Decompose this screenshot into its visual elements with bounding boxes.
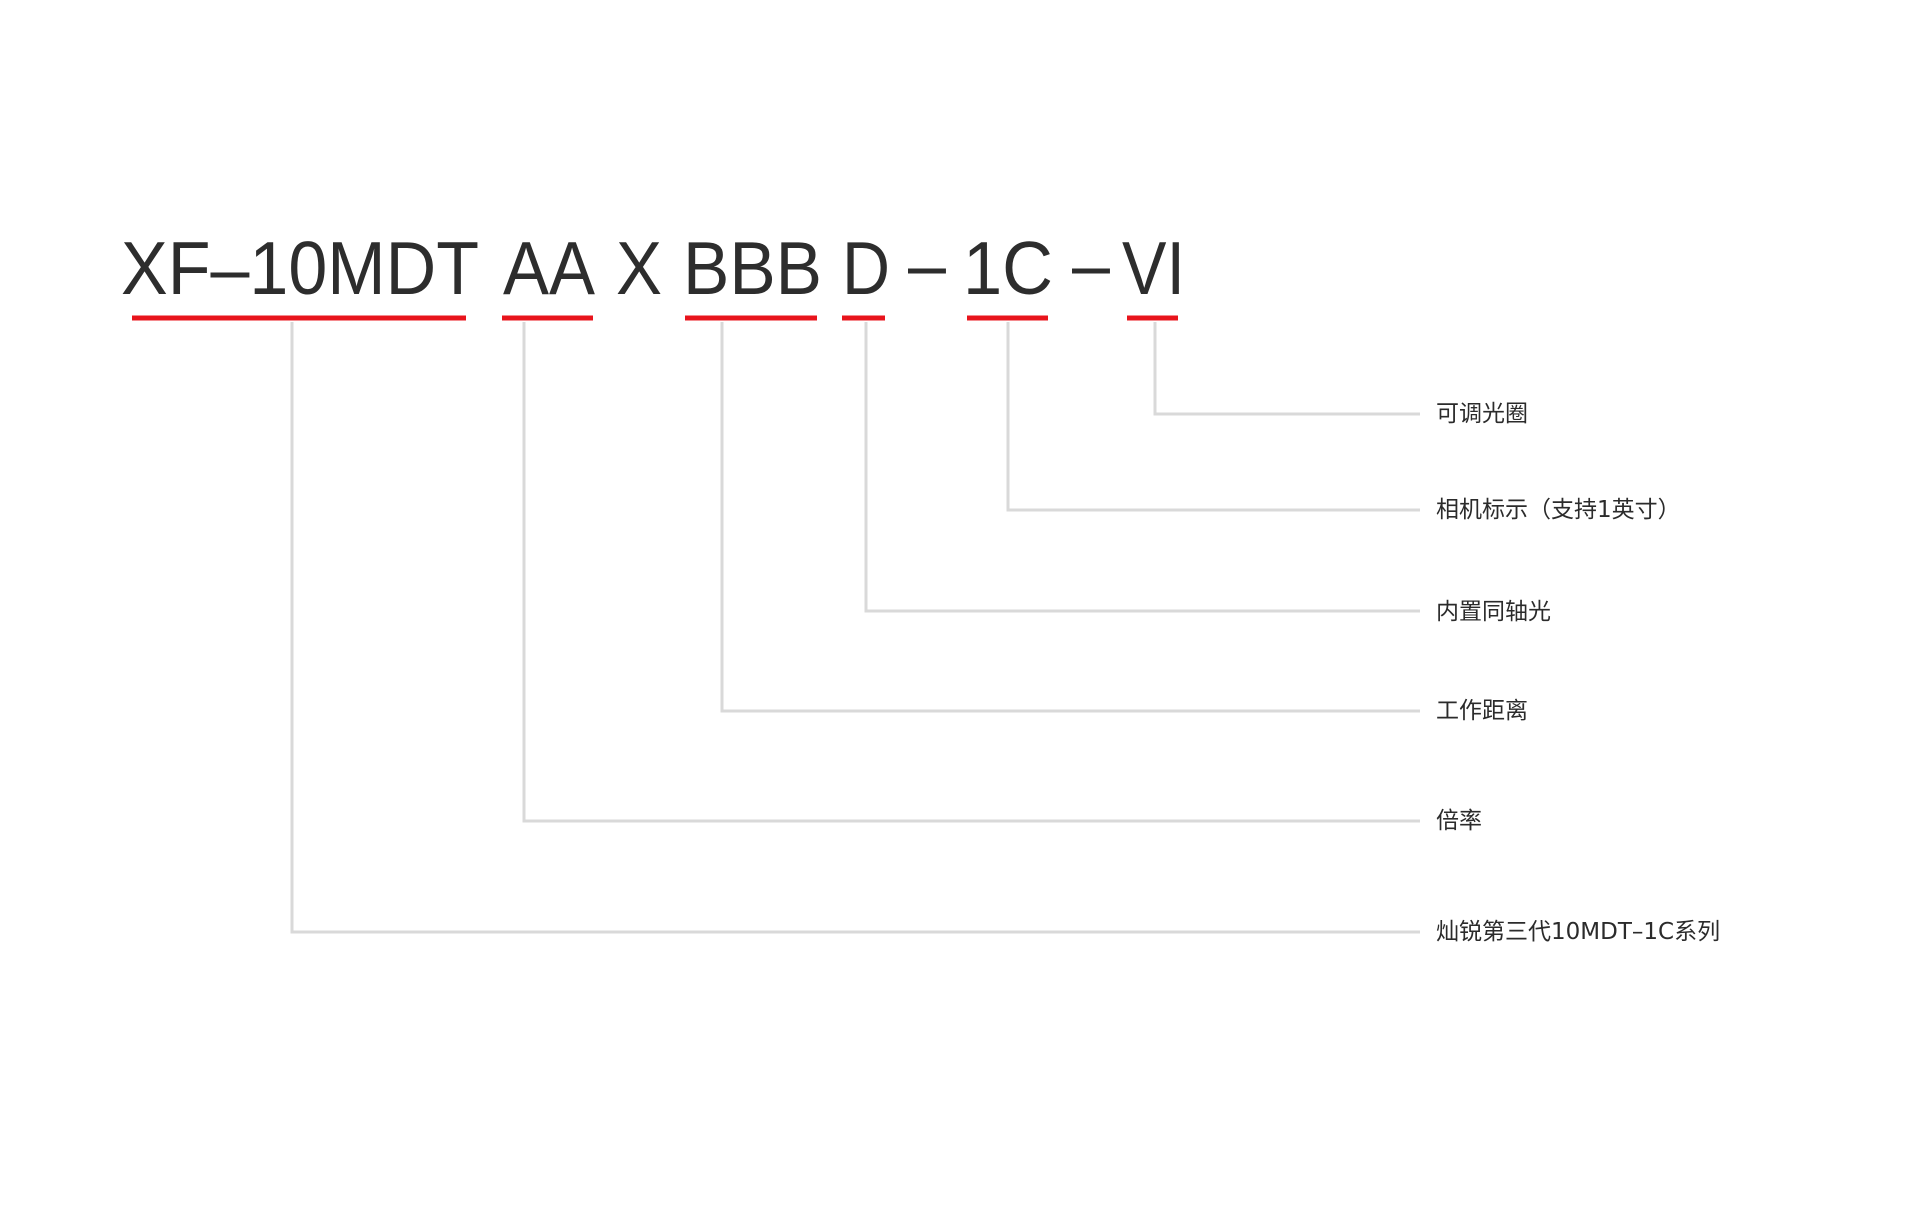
label-working-distance: 工作距离 xyxy=(1436,698,1528,724)
code-segment-series: XF–10MDT xyxy=(121,226,479,310)
code-segment-coaxial: D xyxy=(842,226,890,310)
label-aperture: 可调光圈 xyxy=(1436,401,1528,427)
leader-line-series xyxy=(290,322,1420,934)
leader-line-coaxial xyxy=(864,322,1420,613)
code-segment-dash-2: – xyxy=(1072,222,1110,306)
label-series: 灿锐第三代10MDT–1C系列 xyxy=(1436,919,1720,945)
leader-line-aperture xyxy=(1153,322,1420,416)
code-segment-aperture: VI xyxy=(1122,226,1185,310)
code-segment-x: X xyxy=(616,226,662,310)
label-magnification: 倍率 xyxy=(1436,808,1482,834)
label-coaxial: 内置同轴光 xyxy=(1436,599,1551,625)
leader-line-magnification xyxy=(522,322,1420,823)
code-segment-dash-1: – xyxy=(908,222,946,306)
legend: 可调光圈 相机标示（支持1英寸） 内置同轴光 工作距离 倍率 灿锐第三代10MD… xyxy=(1436,401,1720,945)
label-camera: 相机标示（支持1英寸） xyxy=(1436,497,1681,523)
leader-line-camera xyxy=(1006,322,1420,512)
leader-lines xyxy=(290,322,1420,934)
code-segment-magnification: AA xyxy=(503,226,595,310)
model-code: XF–10MDT AA X BBB D – 1C – VI xyxy=(121,222,1185,310)
code-segment-camera: 1C xyxy=(963,226,1053,310)
leader-line-working-distance xyxy=(720,322,1420,713)
code-segment-working-distance: BBB xyxy=(683,226,822,310)
